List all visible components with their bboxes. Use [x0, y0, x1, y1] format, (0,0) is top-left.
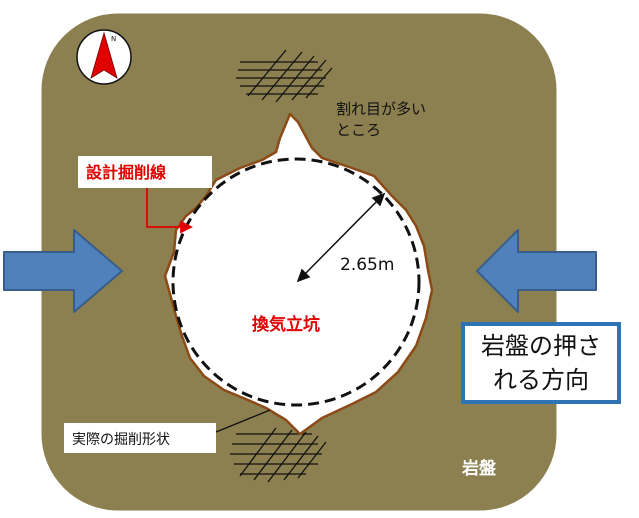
rock-label: 岩盤 — [461, 458, 497, 479]
left-pressure-arrow-icon — [3, 229, 123, 313]
radius-label: 2.65m — [340, 255, 394, 275]
design-line-label: 設計掘削線 — [86, 163, 166, 182]
rock-pressure-direction-callout: 岩盤の押さ れる方向 — [461, 322, 621, 404]
design-excavation-circle — [171, 157, 421, 407]
right-pressure-arrow-icon — [476, 229, 597, 313]
shaft-label: 換気立坑 — [252, 314, 320, 335]
design-line-label-box — [78, 156, 212, 188]
pressure-direction-line1: 岩盤の押さ — [481, 332, 601, 360]
crack-hatch-top — [236, 49, 333, 103]
actual-excavation-outline — [163, 112, 434, 436]
pressure-direction-line2: れる方向 — [493, 366, 589, 394]
actual-shape-label-box — [64, 423, 216, 453]
design-line-leader — [146, 188, 194, 234]
actual-shape-label: 実際の掘削形状 — [72, 432, 170, 448]
cracks-label-line1: 割れ目が多い — [336, 100, 426, 118]
compass-n-label: N — [111, 35, 116, 43]
north-arrow-icon: N — [76, 29, 132, 85]
actual-shape-leader — [215, 409, 271, 433]
cracks-label-line2: ところ — [336, 121, 381, 139]
radius-arrow — [296, 192, 386, 283]
